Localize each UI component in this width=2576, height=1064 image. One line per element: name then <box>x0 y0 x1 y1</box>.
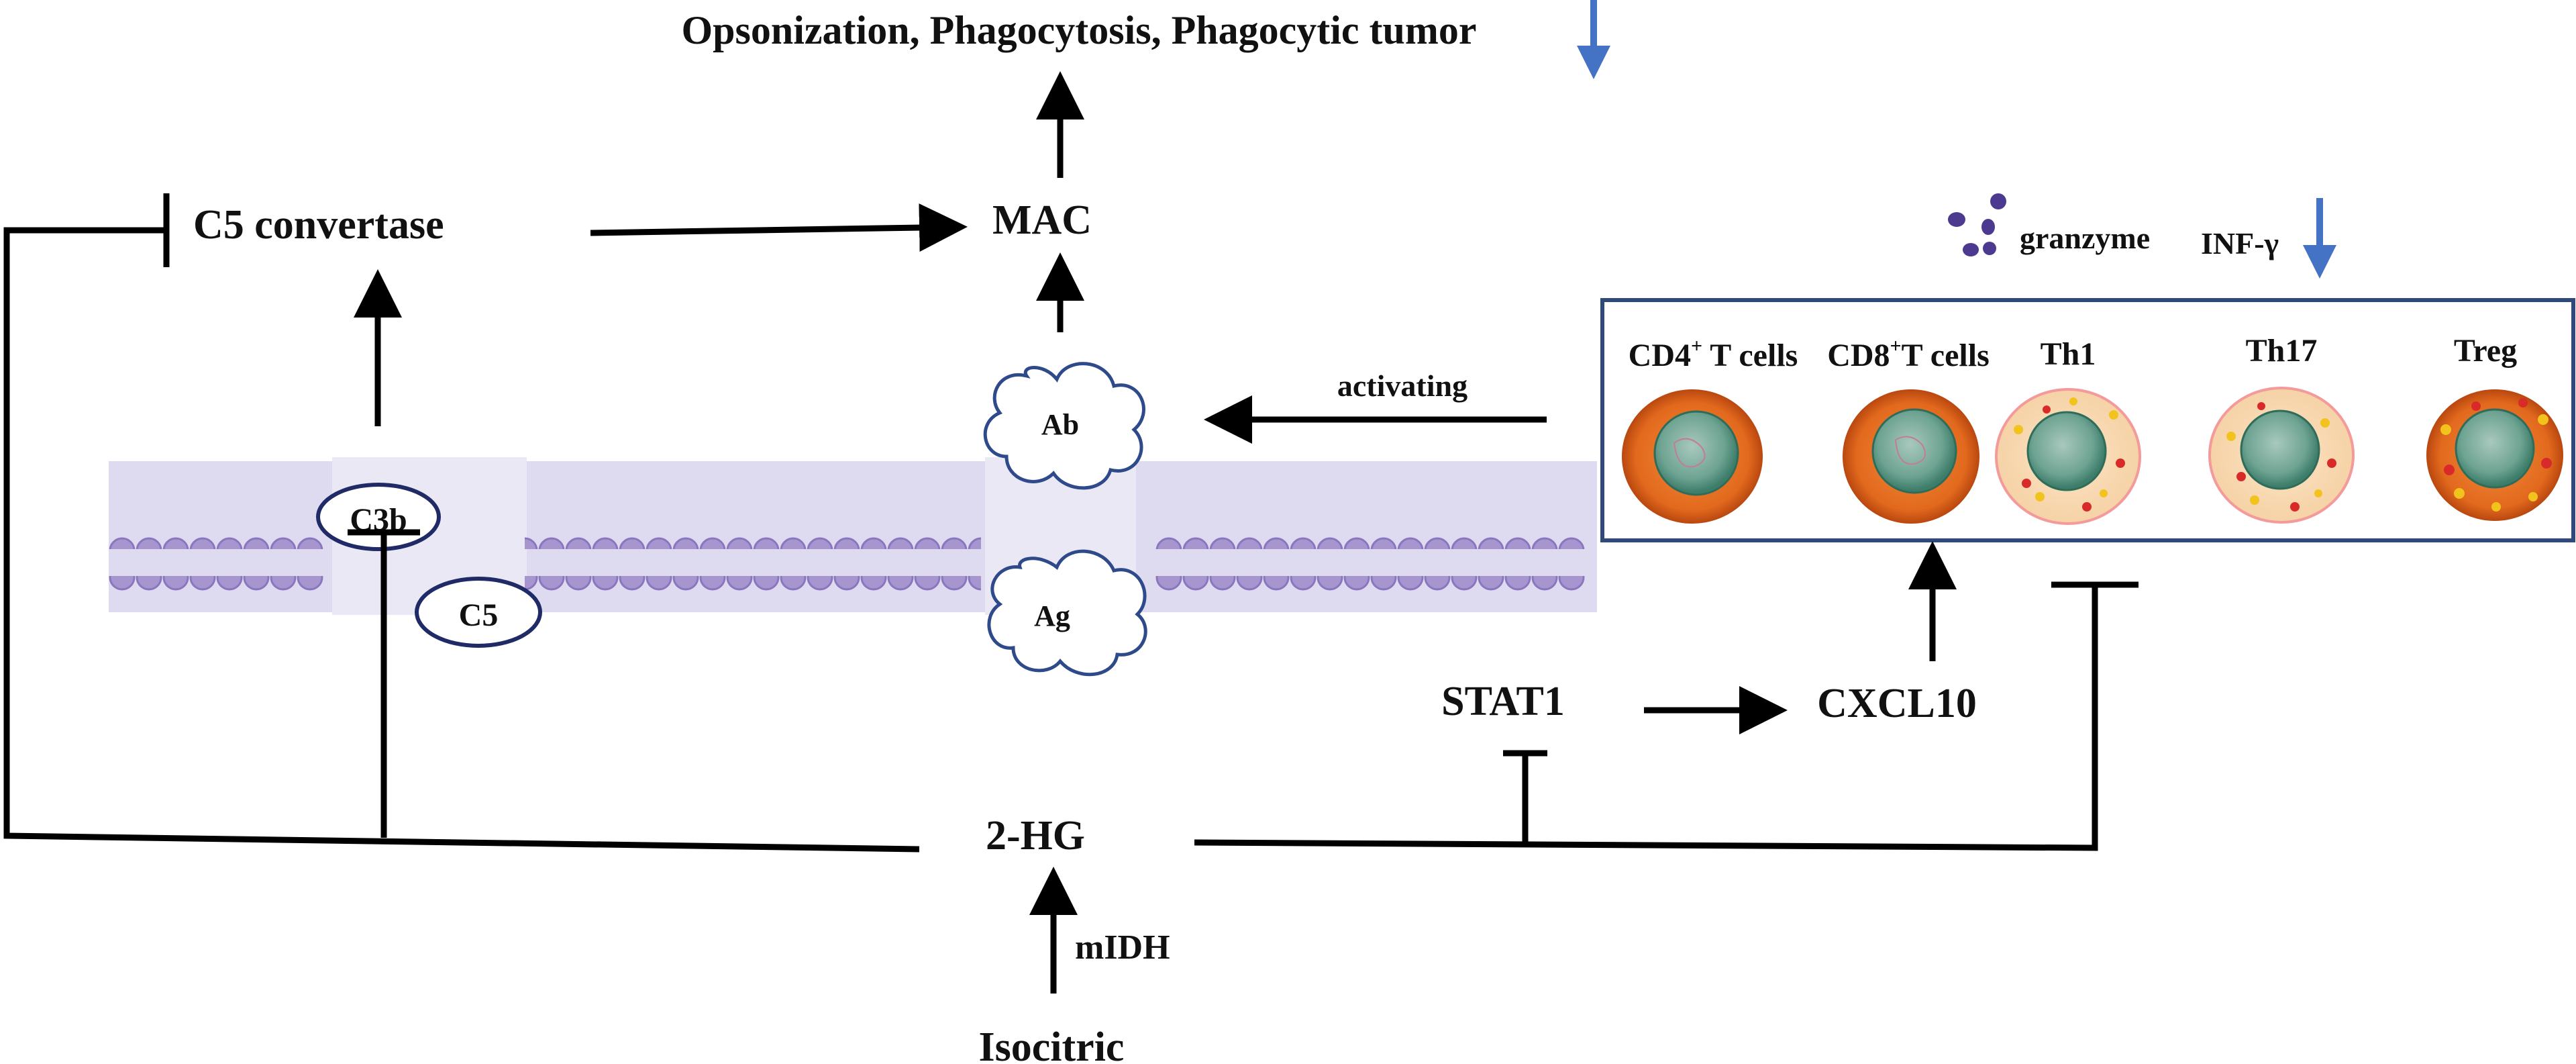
infg-label: INF-γ <box>2201 226 2279 260</box>
midh-label: mIDH <box>1075 928 1170 967</box>
cell-label-cd8: CD8+T cells <box>1827 335 1990 373</box>
stat1-label: STAT1 <box>1441 679 1565 724</box>
cxcl10-label: CXCL10 <box>1817 681 1977 726</box>
th1-cell-icon <box>1995 388 2141 525</box>
cell-label-th1: Th1 <box>2041 336 2096 372</box>
lipid-bilayer-left <box>109 495 323 630</box>
granzyme-dots-icon <box>1948 193 2006 256</box>
cell-label-cd4: CD4+ T cells <box>1629 335 1798 373</box>
cell-label-treg: Treg <box>2454 333 2517 369</box>
cd8-t-cell-icon <box>1843 389 1979 524</box>
ag-cloud: Ag <box>987 549 1147 677</box>
c5-node: C5 <box>415 577 542 648</box>
lipid-bilayer-right <box>1155 495 1585 630</box>
2hg-right-line <box>1194 585 2098 851</box>
c3b-node: C3b <box>316 483 441 551</box>
ab-cloud: Ab <box>983 362 1145 490</box>
2hg-inhibits-c5conv-line <box>3 227 920 853</box>
outcome-label: Opsonization, Phagocytosis, Phagocytic t… <box>682 8 1477 52</box>
th17-cell-icon <box>2208 387 2355 524</box>
activating-label: activating <box>1337 369 1467 403</box>
ag-label: Ag <box>1034 599 1070 632</box>
mac-label: MAC <box>992 197 1092 243</box>
c5-label: C5 <box>459 597 499 633</box>
cd4-t-cell-icon <box>1622 389 1763 524</box>
c5-convertase-label: C5 convertase <box>193 202 444 248</box>
c5conv-to-mac-arrow <box>590 203 968 252</box>
two-hg-label: 2-HG <box>986 813 1085 859</box>
lipid-bilayer-middle <box>525 495 981 630</box>
ab-label: Ab <box>1041 408 1079 441</box>
treg-cell-icon <box>2426 389 2563 521</box>
granzyme-label: granzyme <box>2020 221 2150 255</box>
isocitric-label: Isocitric <box>979 1024 1125 1064</box>
cell-label-th17: Th17 <box>2246 333 2318 369</box>
cell-membrane <box>109 457 1597 630</box>
